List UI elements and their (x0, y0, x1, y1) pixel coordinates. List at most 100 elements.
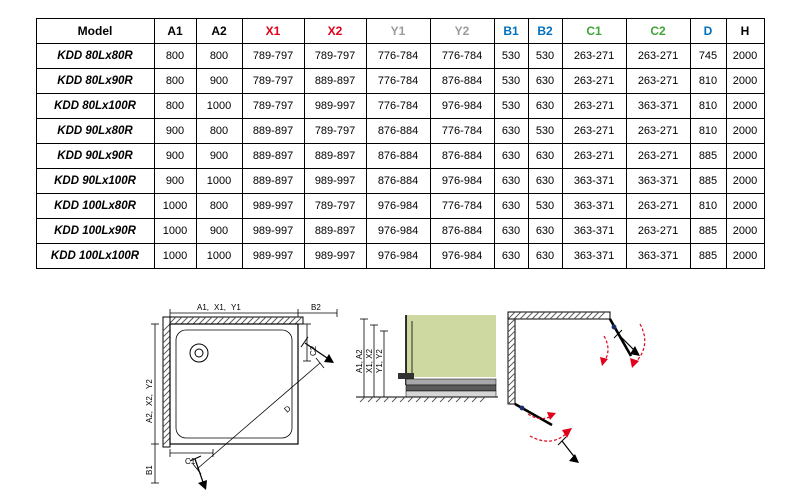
value-cell: 530 (493, 93, 529, 119)
value-cell: 263-271 (625, 143, 691, 169)
wall-section-diagram: A1, A2 X1, X2 Y1, Y2 (355, 315, 498, 403)
column-header-y2: Y2 (429, 18, 495, 44)
label-a2: A2, (145, 411, 154, 423)
value-cell: 263-271 (561, 143, 627, 169)
value-cell: 263-271 (561, 118, 627, 144)
value-cell: 630 (493, 168, 529, 194)
value-cell: 810 (689, 118, 727, 144)
value-cell: 363-371 (625, 93, 691, 119)
value-cell: 630 (527, 218, 563, 244)
value-cell: 989-997 (241, 218, 305, 244)
dimension-x1x2: X1, X2 (365, 324, 378, 397)
value-cell: 630 (493, 193, 529, 219)
column-header-b2: B2 (527, 18, 563, 44)
value-cell: 876-884 (429, 218, 495, 244)
value-cell: 810 (689, 93, 727, 119)
value-cell: 263-271 (625, 193, 691, 219)
column-header-h: H (725, 18, 765, 44)
value-cell: 885 (689, 168, 727, 194)
label-b1: B1 (145, 465, 154, 475)
door-handle-icon (519, 405, 525, 411)
value-cell: 2000 (725, 143, 765, 169)
value-cell: 263-271 (561, 93, 627, 119)
value-cell: 630 (493, 143, 529, 169)
value-cell: 810 (689, 68, 727, 94)
swing-arc-top-icon (600, 323, 646, 368)
direction-arrow-bottom-icon (557, 436, 579, 463)
value-cell: 630 (493, 218, 529, 244)
wall-top (162, 316, 304, 325)
label-y1y2: Y1, Y2 (375, 349, 384, 373)
value-cell: 2000 (725, 68, 765, 94)
column-header-a1: A1 (153, 18, 197, 44)
value-cell: 789-797 (303, 193, 367, 219)
value-cell: 2000 (725, 193, 765, 219)
door-arrow-right-icon (300, 336, 334, 363)
value-cell: 900 (153, 118, 197, 144)
value-cell: 530 (493, 68, 529, 94)
value-cell: 900 (153, 168, 197, 194)
value-cell: 889-897 (303, 68, 367, 94)
value-cell: 776-784 (429, 43, 495, 69)
value-cell: 2000 (725, 43, 765, 69)
value-cell: 889-897 (241, 143, 305, 169)
top-view-diagram: A1, X1, Y1 B2 (145, 303, 338, 490)
value-cell: 630 (527, 243, 563, 269)
wall-panel (405, 315, 496, 385)
value-cell: 1000 (153, 218, 197, 244)
value-cell: 630 (527, 93, 563, 119)
value-cell: 263-271 (625, 43, 691, 69)
value-cell: 2000 (725, 93, 765, 119)
value-cell: 900 (195, 143, 243, 169)
model-cell: KDD 80Lx80R (35, 43, 155, 69)
value-cell: 1000 (195, 243, 243, 269)
value-cell: 263-271 (561, 68, 627, 94)
wall-left (162, 316, 171, 448)
value-cell: 889-897 (241, 118, 305, 144)
value-cell: 1000 (195, 168, 243, 194)
shower-tray (169, 323, 299, 445)
value-cell: 810 (689, 193, 727, 219)
value-cell: 989-997 (241, 193, 305, 219)
value-cell: 630 (527, 143, 563, 169)
label-b2: B2 (311, 303, 321, 312)
model-cell: KDD 80Lx90R (35, 68, 155, 94)
column-header-x1: X1 (241, 18, 305, 44)
value-cell: 976-984 (365, 218, 431, 244)
value-cell: 885 (689, 218, 727, 244)
value-cell: 263-271 (625, 68, 691, 94)
value-cell: 876-884 (429, 68, 495, 94)
value-cell: 976-984 (365, 193, 431, 219)
floor-line (356, 396, 498, 403)
dimension-a1x1y1: A1, X1, Y1 (169, 303, 299, 317)
column-header-b1: B1 (493, 18, 529, 44)
dimension-y1y2: Y1, Y2 (375, 330, 388, 397)
drain-icon (189, 343, 209, 363)
value-cell: 800 (195, 118, 243, 144)
column-header-model: Model (35, 18, 155, 44)
dimension-c1: C1 (169, 449, 214, 466)
column-header-d: D (689, 18, 727, 44)
value-cell: 745 (689, 43, 727, 69)
dimension-c2: C2 (303, 323, 318, 362)
value-cell: 789-797 (303, 43, 367, 69)
value-cell: 900 (195, 218, 243, 244)
value-cell: 263-271 (625, 118, 691, 144)
label-y2: Y2 (145, 379, 154, 389)
value-cell: 2000 (725, 118, 765, 144)
value-cell: 876-884 (365, 118, 431, 144)
value-cell: 363-371 (625, 243, 691, 269)
value-cell: 776-784 (365, 43, 431, 69)
model-cell: KDD 100Lx100R (35, 243, 155, 269)
value-cell: 885 (689, 243, 727, 269)
swing-arc-bottom-icon (527, 412, 572, 442)
